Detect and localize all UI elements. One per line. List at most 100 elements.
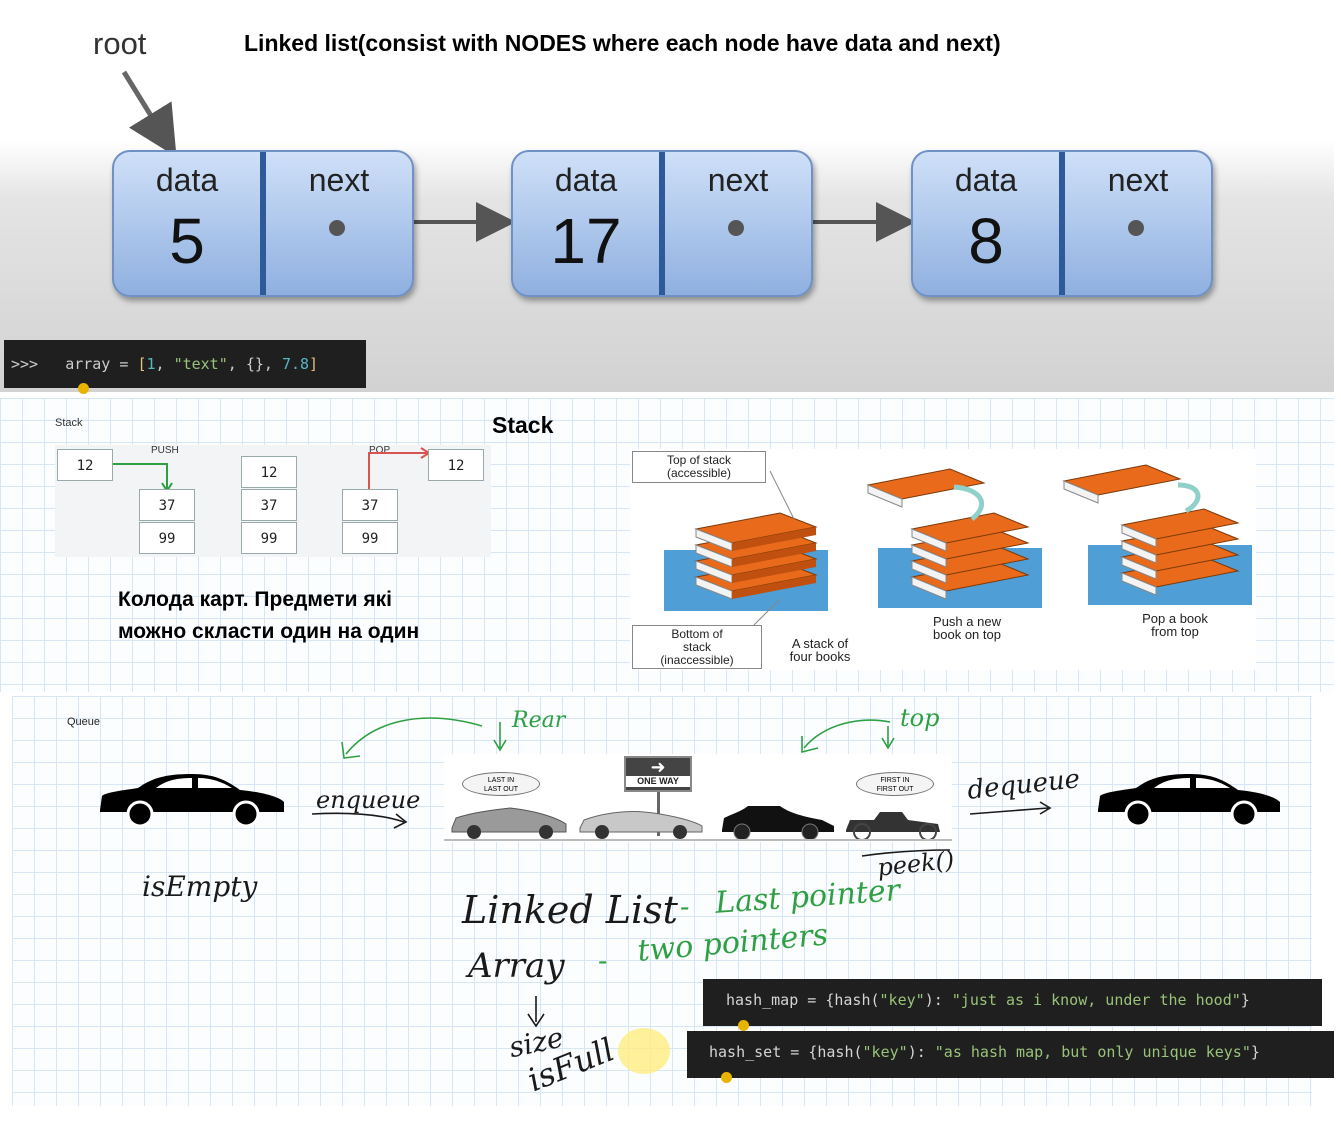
- code-text: ):: [924, 991, 952, 1009]
- callout-text: (inaccessible): [660, 653, 734, 667]
- queue-ink-arrows: [311, 717, 1052, 1028]
- caption-text: book on top: [933, 627, 1001, 642]
- book-stack-illustration: Top of stack (accessible) Bottom of stac…: [630, 449, 1256, 670]
- bubble-text: FIRST IN: [880, 777, 910, 784]
- code-bracket: [: [137, 355, 147, 373]
- null-pointer-dot: [1128, 220, 1144, 236]
- stack-cell: 12: [428, 449, 484, 481]
- first-in-bubble: FIRST IN FIRST OUT: [856, 772, 934, 796]
- node-data-label: data: [554, 162, 618, 198]
- root-label: root: [93, 26, 147, 61]
- code-bracket: ]: [309, 355, 319, 373]
- array-note: Array: [468, 946, 565, 986]
- car-icon: [1098, 774, 1280, 828]
- stack-description-line: Колода карт. Предмети які: [118, 588, 392, 611]
- push-label: PUSH: [151, 445, 179, 456]
- callout-text: Bottom of: [671, 627, 723, 641]
- top-note: top: [900, 704, 940, 732]
- sign-text: ONE WAY: [626, 776, 690, 787]
- caption-text: A stack of: [791, 636, 849, 651]
- code-comma: ,: [155, 355, 174, 373]
- code-string: "text": [173, 355, 228, 373]
- one-way-sign: ➜ ONE WAY: [624, 756, 692, 792]
- code-string: "key": [862, 1043, 908, 1061]
- bubble-text: LAST IN: [487, 777, 515, 784]
- code-text: hash_set = {hash(: [709, 1043, 863, 1061]
- highlight-mark: [618, 1028, 670, 1074]
- pop-caption: Pop a book from top: [1110, 612, 1240, 638]
- node-data-label: data: [155, 162, 219, 198]
- stack-cell: 12: [241, 456, 297, 488]
- code-comma: ,: [227, 355, 246, 373]
- node-divider: [1059, 152, 1065, 295]
- stack-title: Stack: [492, 412, 554, 438]
- code-text: hash_map = {hash(: [726, 991, 880, 1009]
- caption-text: Push a new: [933, 614, 1001, 629]
- callout-text: Top of stack: [666, 453, 732, 467]
- node-value: 17: [550, 205, 622, 277]
- code-string: "key": [879, 991, 925, 1009]
- stack-cell: 37: [342, 489, 398, 521]
- push-pop-diagram: PUSH POP 12 37 99 12 37 99 12 37 99: [55, 445, 491, 557]
- push-caption: Push a new book on top: [902, 615, 1032, 641]
- code-object: {}: [245, 355, 264, 373]
- stack-description-line: можно скласти один на один: [118, 620, 420, 643]
- one-way-queue-illustration: LAST IN LAST OUT FIRST IN FIRST OUT ➜ ON…: [444, 754, 952, 842]
- top-of-stack-callout: Top of stack (accessible): [632, 451, 766, 483]
- stack-description: Колода карт. Предмети які можно скласти …: [118, 584, 419, 648]
- stack-cell: 37: [139, 489, 195, 521]
- books-drawing: [694, 464, 1240, 626]
- cursor-dot: [738, 1020, 749, 1031]
- code-string: "as hash map, but only unique keys": [934, 1043, 1251, 1061]
- hash-set-console: hash_set = {hash("key"): "as hash map, b…: [687, 1031, 1334, 1078]
- queue-small-label: Queue: [67, 716, 101, 728]
- code-string: "just as i know, under the hood": [951, 991, 1241, 1009]
- car-icon: [100, 774, 284, 828]
- bottom-of-stack-callout: Bottom of stack (inaccessible): [632, 625, 762, 669]
- node-next-label: next: [308, 162, 370, 198]
- node-data-label: data: [954, 162, 1018, 198]
- linked-list-title: Linked list(consist with NODES where eac…: [244, 30, 1001, 56]
- code-comma: ,: [263, 355, 282, 373]
- bubble-text: FIRST OUT: [876, 786, 914, 793]
- stack-cell: 37: [241, 489, 297, 521]
- root-pointer-arrow: [121, 70, 177, 158]
- node-divider: [659, 152, 665, 295]
- next-pointer-dot: [329, 220, 345, 236]
- stack-cell: 99: [139, 522, 195, 554]
- next-pointer-dot: [728, 220, 744, 236]
- caption-text: from top: [1151, 624, 1199, 639]
- node-next-label: next: [707, 162, 769, 198]
- code-number: 7.8: [281, 355, 310, 373]
- caption-text: Pop a book: [1142, 611, 1208, 626]
- stack-small-label: Stack: [55, 417, 83, 429]
- code-number: 1: [146, 355, 156, 373]
- stack-cell: 99: [342, 522, 398, 554]
- node-next-label: next: [1107, 162, 1169, 198]
- linked-list-node: data next 17: [511, 150, 813, 297]
- node-value: 5: [169, 205, 205, 277]
- console-prompt: >>>: [11, 355, 39, 373]
- arrow-right-icon: ➜: [650, 757, 666, 777]
- bubble-text: LAST OUT: [483, 786, 519, 793]
- queue-cars: [444, 806, 952, 841]
- code-text: }: [1250, 1043, 1260, 1061]
- note-dash: -: [598, 944, 608, 977]
- hash-map-console: hash_map = {hash("key"): "just as i know…: [703, 979, 1322, 1026]
- linked-list-note: Linked List: [462, 888, 678, 932]
- last-in-bubble: LAST IN LAST OUT: [462, 772, 540, 796]
- array-console: >>> array = [1, "text", {}, 7.8]: [4, 340, 366, 388]
- pop-label: POP: [369, 445, 391, 456]
- linked-list-node: data next 5: [112, 150, 414, 297]
- is-empty-note: isEmpty: [142, 870, 258, 903]
- linked-list-node: data next 8: [911, 150, 1213, 297]
- callout-text: (accessible): [666, 466, 732, 480]
- cursor-dot: [78, 383, 89, 394]
- four-books-caption: A stack of four books: [770, 637, 870, 663]
- node-divider: [260, 152, 266, 295]
- caption-text: four books: [789, 649, 851, 664]
- enqueue-note: enqueue: [316, 786, 421, 814]
- stack-cell: 12: [57, 449, 113, 481]
- cursor-dot: [721, 1072, 732, 1083]
- code-text: }: [1240, 991, 1250, 1009]
